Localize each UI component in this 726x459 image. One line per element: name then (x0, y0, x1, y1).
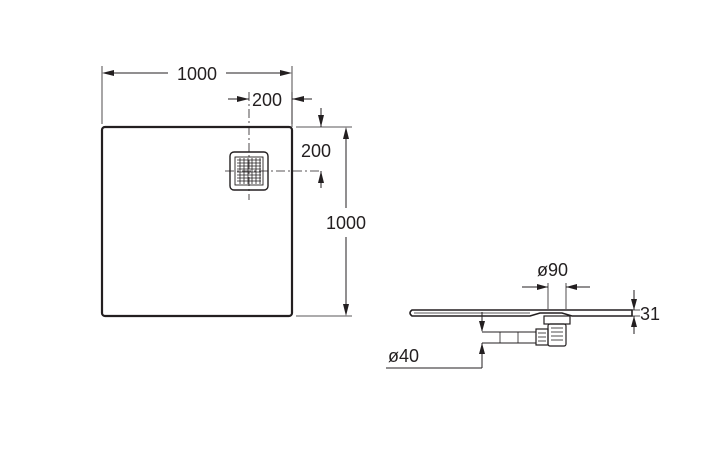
width-label: 1000 (177, 64, 217, 84)
depth-label: 1000 (326, 213, 366, 233)
drain-offset-x-label: 200 (252, 90, 282, 110)
outlet-pipe (482, 331, 536, 344)
tray-section-profile (409, 309, 633, 317)
drain-diameter-label: ø90 (537, 260, 568, 280)
drain-offset-y-label: 200 (301, 141, 331, 161)
drain-offset-x-dimension (228, 92, 312, 127)
drain-offset-y-dimension (296, 108, 352, 188)
outlet-diameter-dimension (386, 312, 485, 369)
outlet-diameter-label: ø40 (388, 346, 419, 366)
depth-dimension (296, 127, 352, 317)
shower-tray-outline (100, 125, 294, 318)
siphon-icon (535, 315, 571, 347)
height-dimension (604, 290, 640, 334)
drain-diameter-dimension (522, 283, 590, 309)
plan-view: 1000 200 200 1000 (100, 64, 366, 318)
height-label: 31 (640, 304, 660, 324)
width-dimension (101, 66, 293, 124)
section-view: ø90 ø40 31 (386, 260, 660, 369)
